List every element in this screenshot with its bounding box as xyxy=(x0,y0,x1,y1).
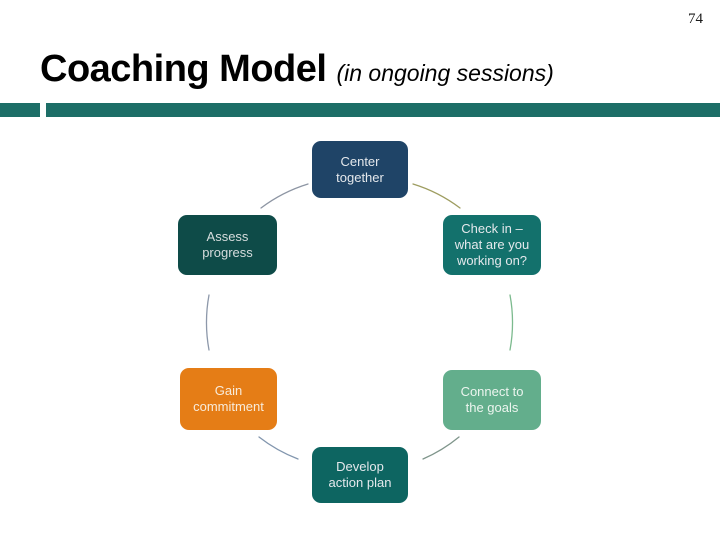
slide-header: Coaching Model (in ongoing sessions) xyxy=(40,48,554,91)
node-label: Assess progress xyxy=(202,229,253,260)
connector-top-right xyxy=(412,183,461,209)
node-connect-goals: Connect to the goals xyxy=(443,370,541,430)
node-center-together: Center together xyxy=(312,141,408,198)
node-label: Connect to the goals xyxy=(460,384,524,415)
slide-subtitle: (in ongoing sessions) xyxy=(336,60,554,86)
connector-left xyxy=(205,294,210,351)
title-accent-square xyxy=(0,103,40,117)
slide-title: Coaching Model xyxy=(40,48,327,90)
node-develop-plan: Develop action plan xyxy=(312,447,408,503)
connector-bottom-right xyxy=(422,436,460,460)
connector-bottom-left xyxy=(258,436,299,460)
node-assess-progress: Assess progress xyxy=(178,215,277,275)
connector-right xyxy=(509,294,514,351)
node-check-in: Check in – what are you working on? xyxy=(443,215,541,275)
node-label: Center together xyxy=(336,153,384,185)
node-label: Gain commitment xyxy=(193,383,264,414)
node-label: Check in – what are you working on? xyxy=(454,221,530,268)
node-gain-commitment: Gain commitment xyxy=(180,368,277,430)
page-number: 74 xyxy=(688,11,703,27)
node-label: Develop action plan xyxy=(328,459,392,490)
connector-top-left xyxy=(260,183,309,209)
title-accent-bar xyxy=(46,103,720,117)
